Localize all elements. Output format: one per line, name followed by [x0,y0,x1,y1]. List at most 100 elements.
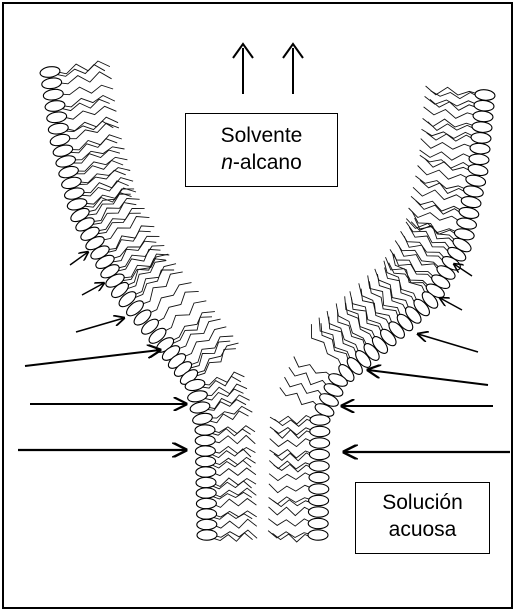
lipid-tail [60,99,109,110]
lipid-tail [76,168,130,183]
lipid-head [195,425,215,436]
lipid-tail [60,96,115,107]
lipid-tail [268,519,313,526]
lipid-tail [175,319,221,350]
lipid-tail [131,264,176,296]
lipid-head [475,89,496,101]
lipid-head [472,121,493,133]
lipid-head [310,415,330,426]
lipid-tail [274,430,314,438]
lipid-tail [269,484,314,493]
lipid-tail [268,531,313,538]
up-arrow-icon [283,44,303,94]
aqueous-label-line1: Solución [356,489,489,516]
lipid-tail [273,533,313,542]
lipid-head [192,412,214,426]
lipid-tail [424,107,478,118]
lipid-tail [86,194,131,215]
pressure-arrow-icon [25,350,160,366]
lipid-tail [270,439,315,447]
lipid-head [44,99,65,112]
pressure-arrow-icon [440,298,462,310]
lipid-head [196,477,216,488]
lipid-head [197,519,217,530]
lipid-tail [210,429,251,436]
lipid-head [41,77,62,90]
lipid-tail [413,187,466,201]
lipid-head [309,484,329,495]
lipid-tail [289,367,329,388]
pressure-arrow-icon [82,283,104,295]
lipid-tail [62,106,117,119]
lipid-tail [71,147,125,160]
lipid-tail [58,85,113,95]
lipid-tail [425,159,473,172]
lipid-tail [211,449,252,458]
lipid-head [310,438,330,449]
lipid-tail [212,533,253,541]
lipid-head [197,509,217,520]
lipid-tail [68,135,122,150]
lipid-tail [269,473,314,481]
lipid-tail [269,461,314,469]
lipid-head [195,435,215,446]
lipid-tail [212,511,257,517]
lipid-head [309,472,329,483]
lipid-head [39,65,60,78]
lipid-tail [79,178,133,193]
aqueous-label: Solución acuosa [355,482,490,554]
lipid-tail [420,150,474,160]
lipid-tail [187,336,233,366]
lipid-head [308,530,328,541]
lipid-head [189,400,211,414]
lipid-tail [409,227,451,254]
pressure-arrow-icon [76,318,124,332]
lipid-tail [211,457,256,464]
lipid-tail [269,497,314,504]
lipid-tail [212,519,257,528]
lipid-head [470,142,491,154]
lipid-head [46,111,67,124]
lipid-tail [210,446,255,453]
pressure-arrow-icon [368,370,488,385]
solvent-prefix: n [221,151,233,174]
lipid-tail [211,499,256,508]
lipid-tail [270,427,315,435]
lipid-head [309,495,329,506]
lipid-tail [401,231,447,261]
lipid-head [196,498,216,509]
lipid-head [195,446,215,457]
lipid-tail [193,343,239,374]
solvent-label-line1: Solvente [186,122,337,149]
lipid-tail [393,253,427,296]
lipid-head [196,456,216,467]
solvent-label: Solvente n-alcano [185,113,338,187]
lipid-head [469,153,490,165]
lipid-head [48,122,69,135]
lipid-head [308,518,328,529]
lipid-tail [389,263,430,291]
lipid-tail [210,435,255,443]
lipid-head [309,449,329,460]
lipid-head [310,426,330,437]
lipid-head [308,507,328,518]
lipid-tail [203,389,244,400]
lipid-head [473,110,494,122]
lipid-tail [212,530,257,538]
solvent-suffix: -alcano [233,151,302,174]
lipid-head [474,100,495,112]
lipid-head [471,132,492,144]
aqueous-label-line2: acuosa [356,516,489,543]
pressure-arrow-icon [418,334,478,352]
lipid-head [196,467,216,478]
lipid-tail [171,317,212,345]
lipid-tail [428,122,477,131]
lipid-tail [399,246,441,273]
lipid-tail [211,460,252,468]
lipid-tail [274,453,314,461]
lipid-tail [422,129,477,138]
lipid-tail [275,419,315,426]
lipid-tail [394,254,435,282]
lipid-tail [65,123,119,139]
pressure-arrow-icon [70,252,88,265]
